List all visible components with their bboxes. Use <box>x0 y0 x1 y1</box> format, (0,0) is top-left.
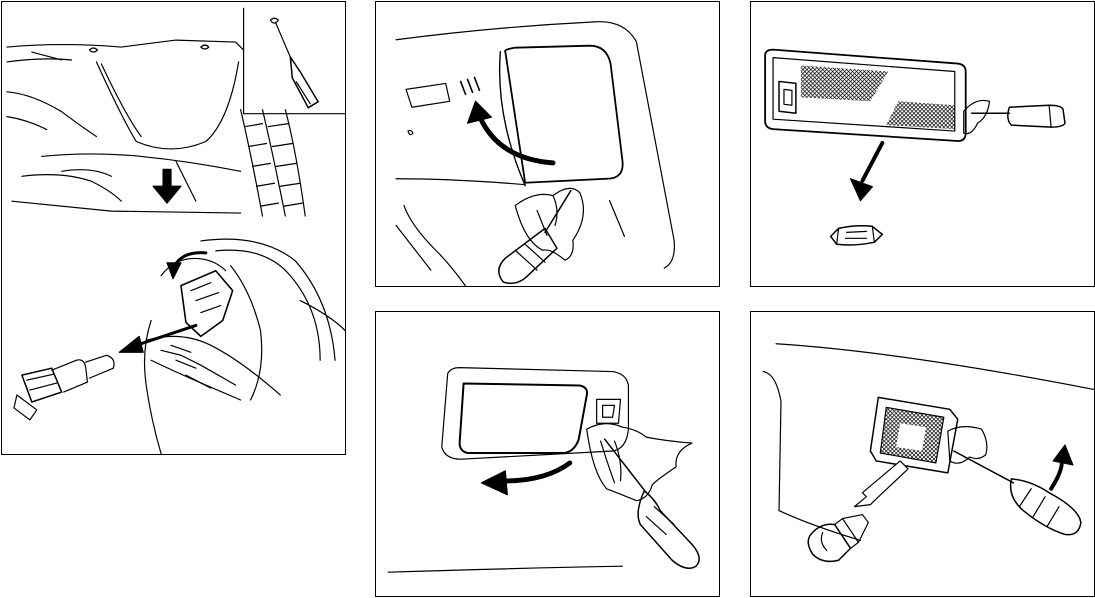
side-lamp-bulb-removal-illustration <box>750 311 1095 597</box>
headlamp-drawing <box>2 2 345 454</box>
headlamp-bulb-replacement-illustration <box>1 1 346 455</box>
map-lamp-lens-removal-illustration <box>375 1 720 287</box>
dome-lamp-drawing <box>376 312 719 596</box>
map-lamp-bulb-removal-illustration <box>750 1 1095 287</box>
dome-lamp-lens-removal-illustration <box>375 311 720 597</box>
map-lamp-drawing <box>376 2 719 286</box>
map-bulb-drawing <box>751 2 1094 286</box>
side-lamp-drawing <box>751 312 1094 596</box>
